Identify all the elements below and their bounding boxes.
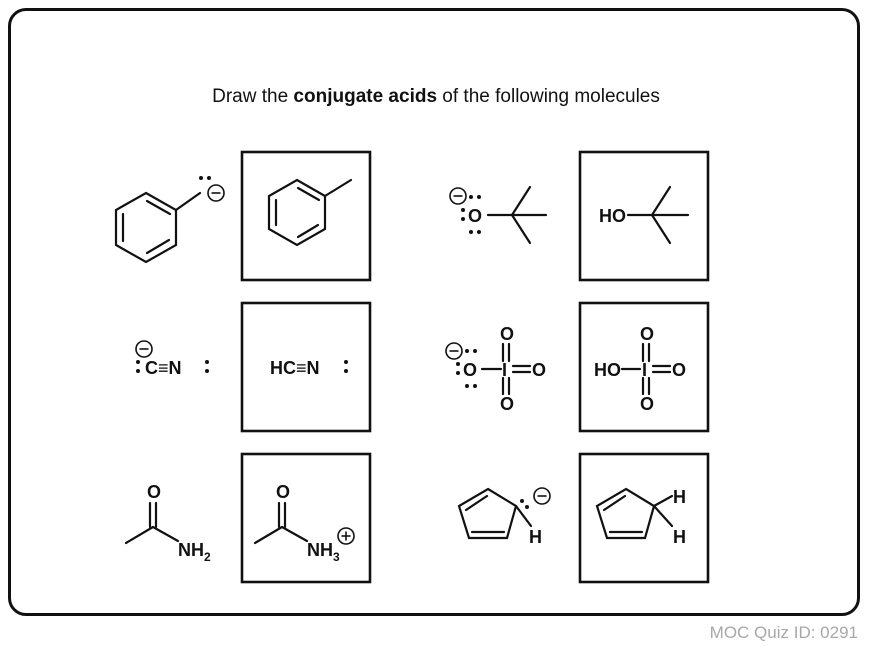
oxygen-atom: O (640, 324, 654, 344)
cyanide-structure: C≡N (135, 340, 209, 378)
periodic-acid-structure: HO I O O O (594, 324, 686, 414)
ammonium-label: NH3 (307, 540, 340, 564)
answer-box-4 (578, 301, 710, 433)
instruction-emphasis: conjugate acids (293, 86, 438, 107)
quiz-instruction: Draw the conjugate acids of the followin… (0, 86, 872, 108)
instruction-prefix: Draw the (212, 86, 294, 107)
cyclopentadiene-structure: H H (595, 487, 686, 547)
instruction-suffix: of the following molecules (437, 86, 660, 107)
oxygen-atom: O (500, 394, 514, 414)
hcn-label: HC≡N (270, 358, 320, 378)
tert-butanol-structure: HO (599, 185, 690, 245)
protonated-acetamide-structure: O NH3 (253, 482, 355, 564)
oxygen-atom: O (463, 360, 477, 380)
toluene-structure (267, 178, 353, 247)
iodine-atom: I (642, 360, 647, 380)
hydrogen-atom: H (529, 527, 542, 547)
oxygen-atom: O (640, 394, 654, 414)
hydroxyl-label: HO (594, 360, 621, 380)
cyclopentadienyl-anion-structure: H (457, 487, 551, 547)
tert-butoxide-structure: O (449, 185, 548, 245)
answer-box-3 (240, 301, 372, 433)
negative-charge (135, 340, 153, 358)
iodine-atom: I (502, 360, 507, 380)
hydrogen-atom: H (673, 487, 686, 507)
negative-charge (445, 342, 463, 360)
hydrogen-cyanide-structure: HC≡N (270, 358, 348, 378)
answer-box-5 (240, 452, 372, 584)
oxygen-atom: O (468, 206, 482, 226)
oxygen-atom: O (672, 360, 686, 380)
cyanide-label: C≡N (145, 358, 182, 378)
answer-box-1 (240, 150, 372, 282)
negative-charge (449, 187, 467, 205)
periodate-structure: O I O O O (445, 324, 546, 414)
quiz-id: MOC Quiz ID: 0291 (709, 623, 858, 642)
hydrogen-atom: H (673, 527, 686, 547)
negative-charge (533, 487, 551, 505)
answer-box-6 (578, 452, 710, 584)
acetamide-structure: O NH2 (124, 482, 211, 564)
hydroxyl-label: HO (599, 206, 626, 226)
amine-label: NH2 (178, 540, 211, 564)
positive-charge (337, 527, 355, 545)
oxygen-atom: O (276, 482, 290, 502)
lone-pair (207, 176, 211, 180)
oxygen-atom: O (147, 482, 161, 502)
oxygen-atom: O (532, 360, 546, 380)
negative-charge (207, 184, 225, 202)
answer-box-2 (578, 150, 710, 282)
oxygen-atom: O (500, 324, 514, 344)
phenyl-anion-structure (114, 176, 225, 264)
lone-pair (199, 176, 203, 180)
